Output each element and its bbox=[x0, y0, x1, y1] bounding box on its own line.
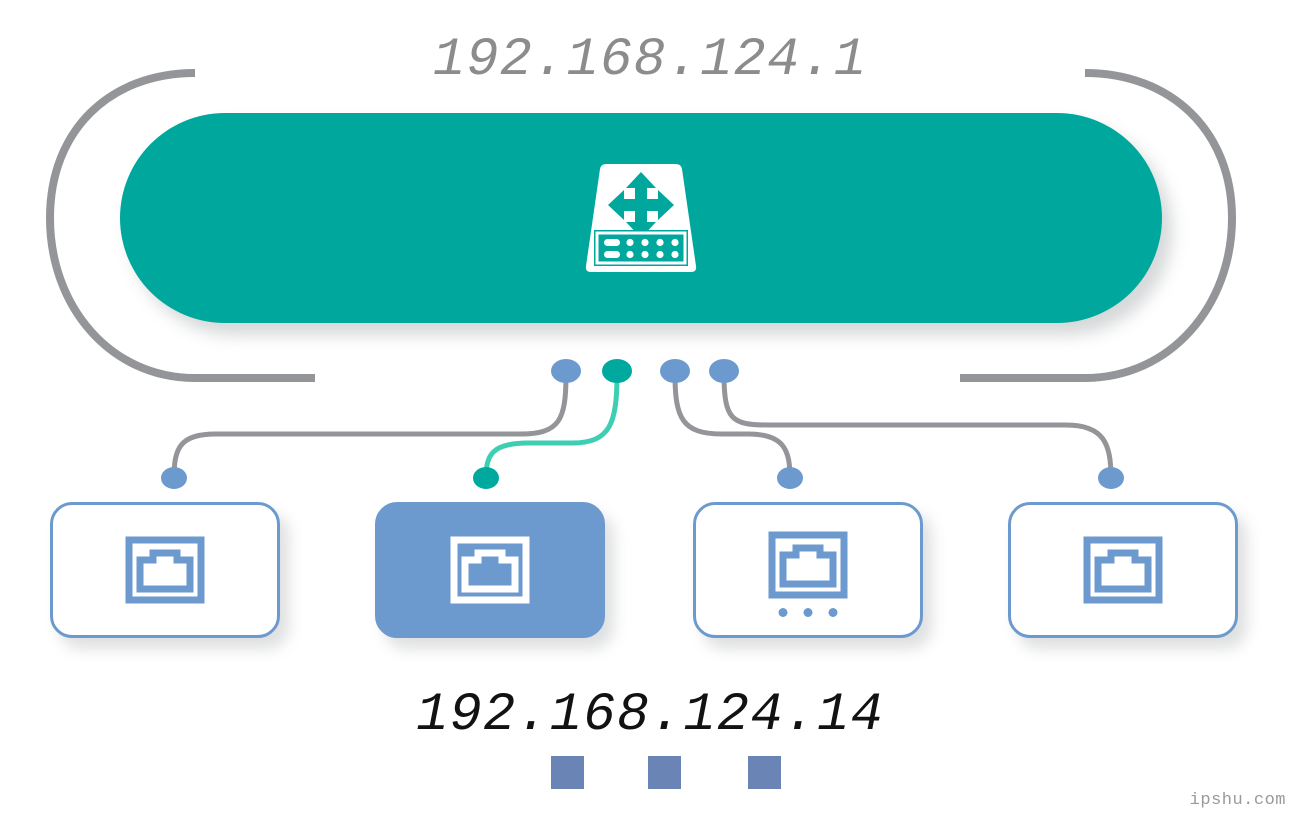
bracket-left-icon bbox=[45, 69, 315, 382]
device-node-3[interactable] bbox=[777, 467, 803, 489]
device-box-4[interactable] bbox=[1008, 502, 1238, 638]
router-port-4[interactable] bbox=[709, 359, 739, 383]
link-port2-device2 bbox=[483, 371, 620, 481]
device-box-3[interactable] bbox=[693, 502, 923, 638]
router-port-1[interactable] bbox=[551, 359, 581, 383]
marker-square-3 bbox=[748, 756, 781, 789]
router-port-2[interactable] bbox=[602, 359, 632, 383]
link-port3-device3 bbox=[672, 371, 793, 481]
router-ip-label: 192.168.124.1 bbox=[432, 30, 868, 91]
device-node-2[interactable] bbox=[473, 467, 499, 489]
marker-square-2 bbox=[648, 756, 681, 789]
router-body[interactable] bbox=[120, 113, 1162, 323]
more-devices-ellipsis-icon bbox=[778, 608, 838, 617]
router-port-3[interactable] bbox=[660, 359, 690, 383]
marker-square-1 bbox=[551, 756, 584, 789]
ethernet-port-icon bbox=[765, 522, 851, 608]
ethernet-port-icon bbox=[447, 527, 533, 613]
device-ip-label: 192.168.124.14 bbox=[416, 685, 884, 746]
link-port4-device4 bbox=[721, 371, 1114, 481]
device-box-2[interactable] bbox=[375, 502, 605, 638]
ethernet-port-icon bbox=[1080, 527, 1166, 613]
device-node-1[interactable] bbox=[161, 467, 187, 489]
watermark: ipshu.com bbox=[1189, 791, 1286, 810]
device-node-4[interactable] bbox=[1098, 467, 1124, 489]
router-icon bbox=[576, 158, 706, 278]
device-box-1[interactable] bbox=[50, 502, 280, 638]
ethernet-port-icon bbox=[122, 527, 208, 613]
link-port1-device1 bbox=[171, 371, 569, 481]
bracket-right-icon bbox=[960, 69, 1237, 382]
